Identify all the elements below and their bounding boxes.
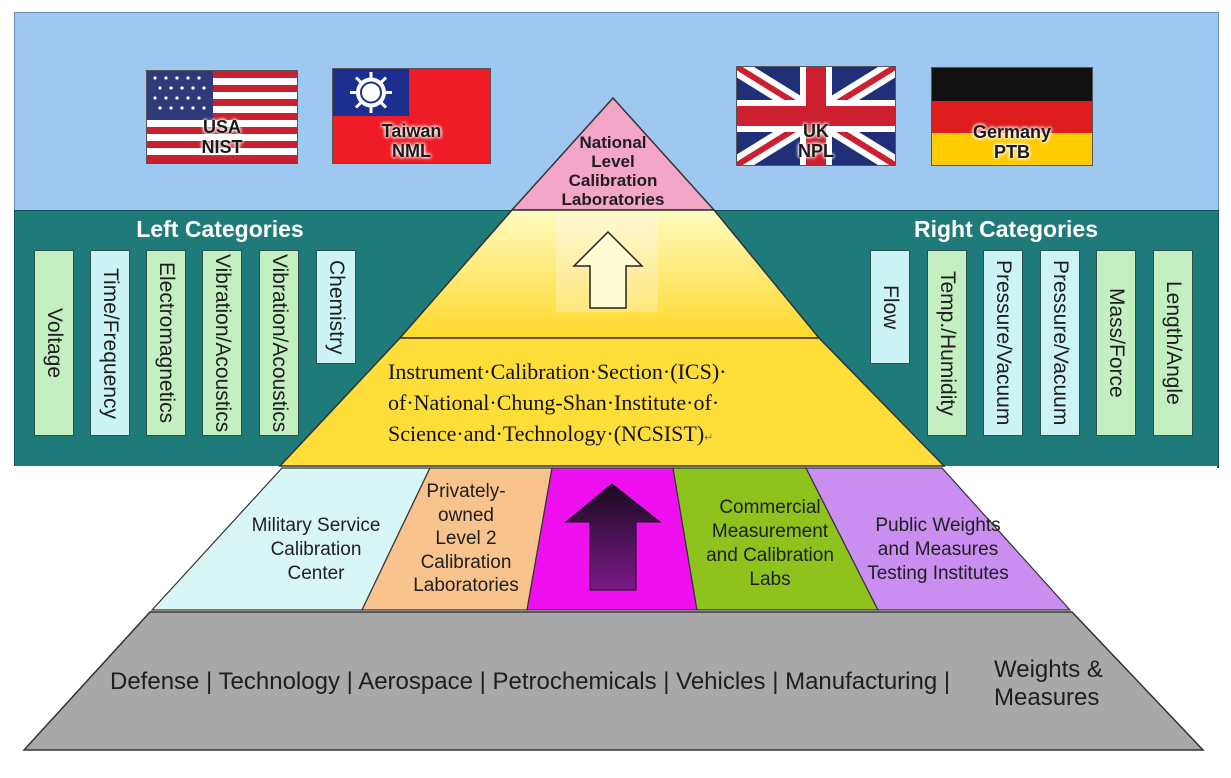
right-category-label: Length/Angle [1162, 281, 1185, 405]
usa-flag-line2: NIST [201, 137, 243, 157]
left-category-vibration-acoustics-2: Vibration/Acoustics [259, 250, 299, 436]
public-line: Public Weights [875, 515, 1001, 536]
ics-line: Science·and·Technology·(NCSIST) [388, 421, 705, 446]
weights-measures-line: Measures [994, 684, 1100, 711]
private-line: owned [438, 504, 494, 526]
public-line: Testing Institutes [867, 563, 1009, 584]
taiwan-flag-line1: Taiwan [381, 121, 442, 141]
left-category-time-frequency: Time/Frequency [90, 250, 130, 436]
right-category-flow: Flow [870, 250, 910, 364]
uk-flag-icon [737, 67, 895, 165]
left-category-voltage: Voltage [34, 250, 74, 436]
right-category-label: Mass/Force [1105, 288, 1128, 398]
right-category-mass-force: Mass/Force [1096, 250, 1136, 436]
apex-label: National Level Calibration Laboratories [532, 133, 694, 209]
ics-label: Instrument·Calibration·Section·(ICS)· of… [388, 356, 828, 454]
military-line: Calibration [270, 539, 362, 560]
germany-flag-icon [932, 68, 1092, 165]
private-line: Level 2 [435, 528, 497, 549]
taiwan-flag-line2: NML [392, 141, 431, 161]
ics-line: of·National·Chung-Shan·Institute·of· [388, 390, 720, 415]
left-category-label: Chemistry [325, 259, 348, 355]
public-tier [805, 467, 1072, 611]
left-category-label: Electromagnetics [155, 262, 178, 424]
military-line: Center [287, 563, 345, 584]
germany-flag: Germany PTB [931, 67, 1093, 166]
public-line: and Measures [877, 539, 999, 560]
apex-line: National [579, 133, 647, 152]
uk-flag-line1: UK [803, 121, 829, 141]
right-category-length-angle: Length/Angle [1153, 250, 1193, 436]
private-line: Calibration [420, 551, 512, 573]
usa-flag-line1: USA [202, 117, 241, 137]
taiwan-flag-icon [333, 69, 490, 163]
apex-line: Laboratories [561, 190, 665, 209]
right-category-temp-humidity: Temp./Humidity [927, 250, 967, 436]
up-arrow-icon [572, 230, 644, 309]
uk-flag-line2: NPL [798, 141, 834, 161]
commercial-line: Commercial [719, 497, 821, 518]
left-category-label: Vibration/Acoustics [211, 253, 234, 433]
apex-line: Level [591, 152, 635, 171]
right-category-label: Flow [879, 284, 902, 330]
left-categories-title: Left Categories [136, 216, 304, 242]
military-line: Military Service [251, 515, 381, 536]
private-line: Privately- [426, 481, 506, 502]
taiwan-flag: Taiwan NML [332, 68, 491, 164]
ics-tier [278, 337, 946, 467]
weights-measures-line: Weights & [994, 656, 1103, 683]
ics-line: Instrument·Calibration·Section·(ICS)· [388, 359, 727, 384]
left-category-electromagnetics: Electromagnetics [146, 250, 186, 436]
base-tier [22, 611, 1205, 751]
germany-flag-line2: PTB [994, 142, 1030, 162]
commercial-line: and Calibration [706, 545, 834, 566]
commercial-line: Measurement [711, 521, 829, 542]
right-category-label: Pressure/Vacuum [992, 260, 1015, 426]
right-category-label: Temp./Humidity [936, 270, 959, 416]
commercial-label: Commercial Measurement and Calibration L… [684, 496, 856, 592]
left-category-label: Vibration/Acoustics [268, 253, 291, 433]
paragraph-mark: ↵ [704, 432, 714, 444]
military-label: Military Service Calibration Center [228, 514, 404, 586]
weights-measures-label: Weights & Measures [994, 656, 1118, 712]
right-category-pressure-vacuum-2: Pressure/Vacuum [1040, 250, 1080, 436]
usa-flag: USA NIST [146, 70, 298, 164]
apex-line: Calibration [568, 171, 658, 190]
industries-label: Defense | Technology | Aerospace | Petro… [110, 668, 951, 695]
left-category-label: Voltage [43, 307, 66, 379]
uk-flag: UK NPL [736, 66, 896, 166]
private-label: Privately- owned Level 2 Calibration Lab… [396, 480, 536, 598]
usa-flag-icon [147, 71, 297, 163]
left-category-label: Time/Frequency [99, 267, 122, 419]
right-category-pressure-vacuum-1: Pressure/Vacuum [983, 250, 1023, 436]
private-line: Laboratories [413, 575, 519, 596]
right-category-label: Pressure/Vacuum [1049, 260, 1072, 426]
germany-flag-line1: Germany [972, 122, 1052, 142]
commercial-line: Labs [749, 569, 791, 590]
left-category-chemistry: Chemistry [316, 250, 356, 364]
right-categories-title: Right Categories [913, 216, 1099, 242]
dark-up-arrow-icon [564, 483, 662, 591]
public-label: Public Weights and Measures Testing Inst… [840, 514, 1036, 586]
left-category-vibration-acoustics-1: Vibration/Acoustics [202, 250, 242, 436]
